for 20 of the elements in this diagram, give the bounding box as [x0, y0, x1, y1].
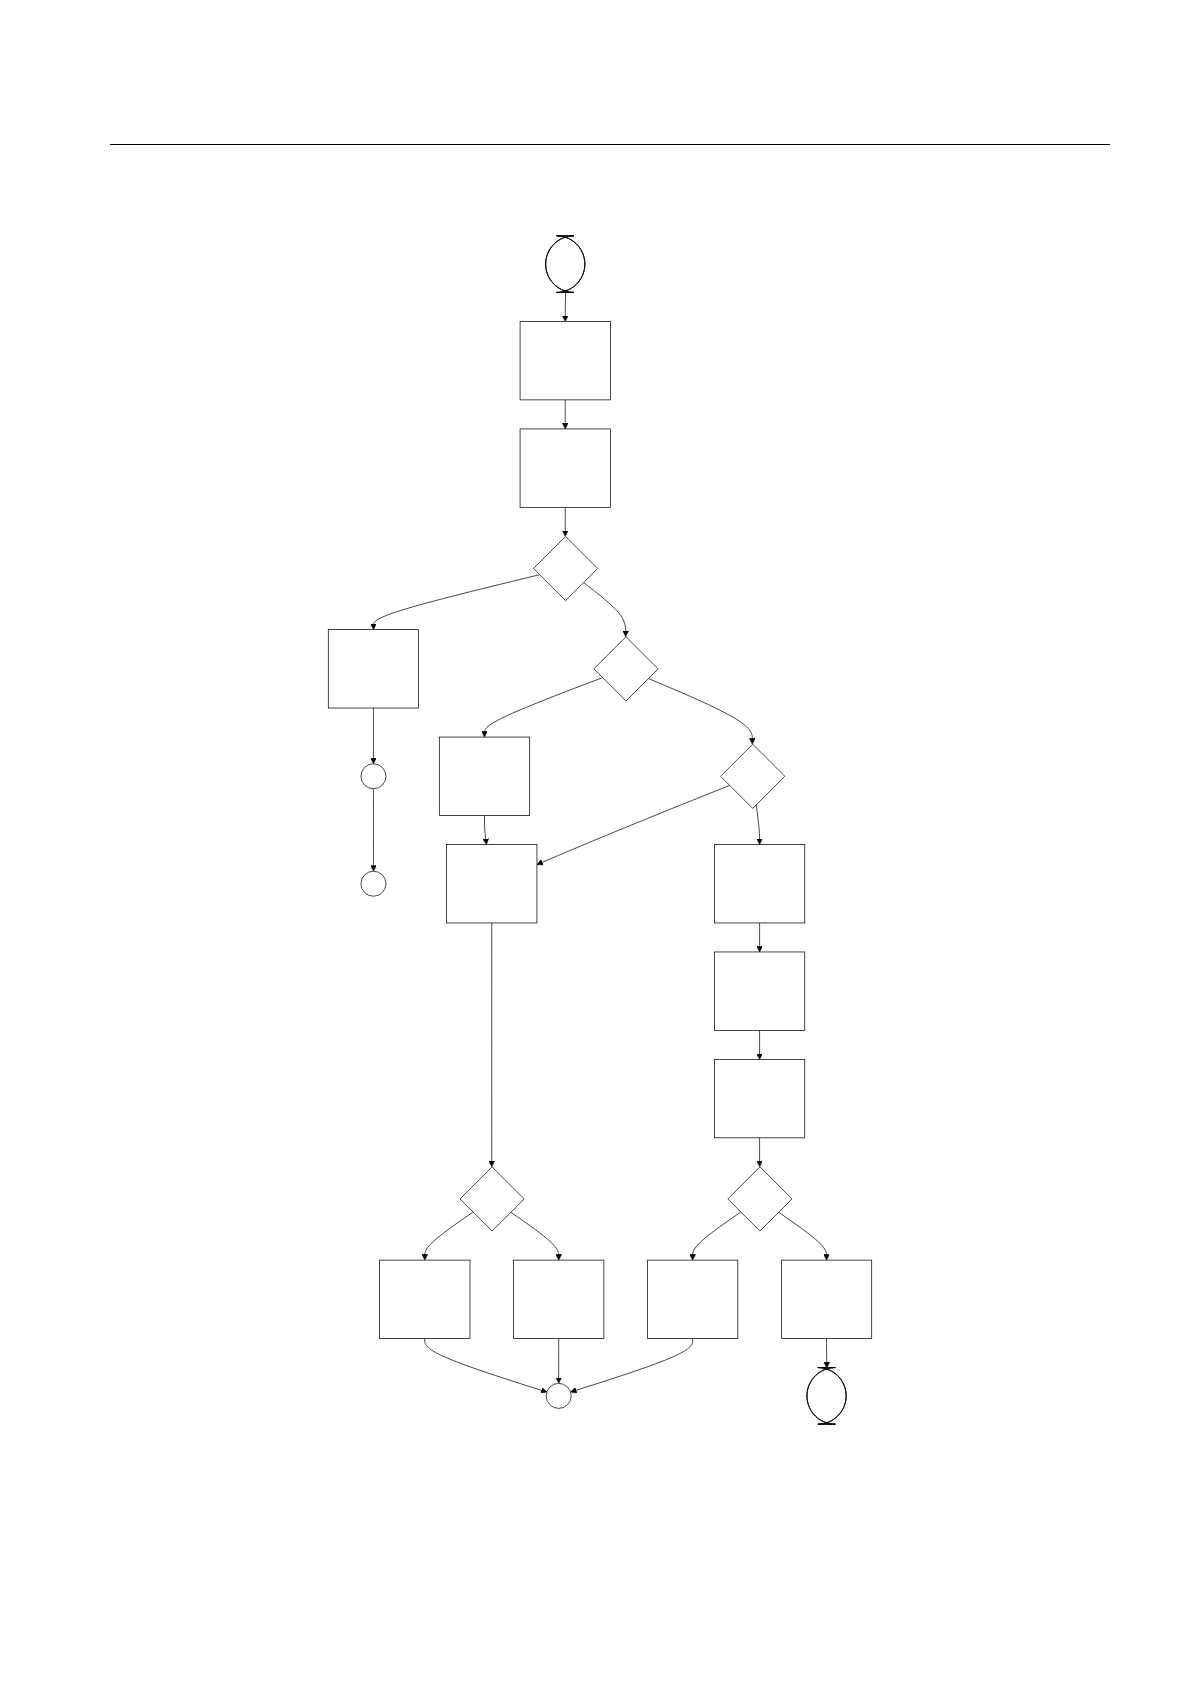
node-circle	[545, 1383, 572, 1409]
node-diamond	[593, 636, 659, 702]
node-box	[519, 428, 611, 508]
node-box	[513, 1259, 605, 1339]
node-box	[446, 844, 538, 924]
node-diamond	[720, 743, 786, 809]
node-box	[327, 629, 419, 709]
node-box	[438, 736, 531, 816]
node-box	[714, 1059, 806, 1139]
node-box	[519, 321, 611, 401]
node-diamond	[533, 536, 599, 601]
node-box	[714, 844, 806, 924]
node-diamond	[459, 1166, 525, 1232]
node-box	[781, 1259, 873, 1339]
node-box	[647, 1259, 739, 1339]
node-box	[714, 951, 806, 1031]
node-ellipse	[360, 870, 387, 897]
node-box	[379, 1259, 471, 1339]
node-circle	[360, 763, 387, 790]
node-diamond	[727, 1166, 793, 1232]
